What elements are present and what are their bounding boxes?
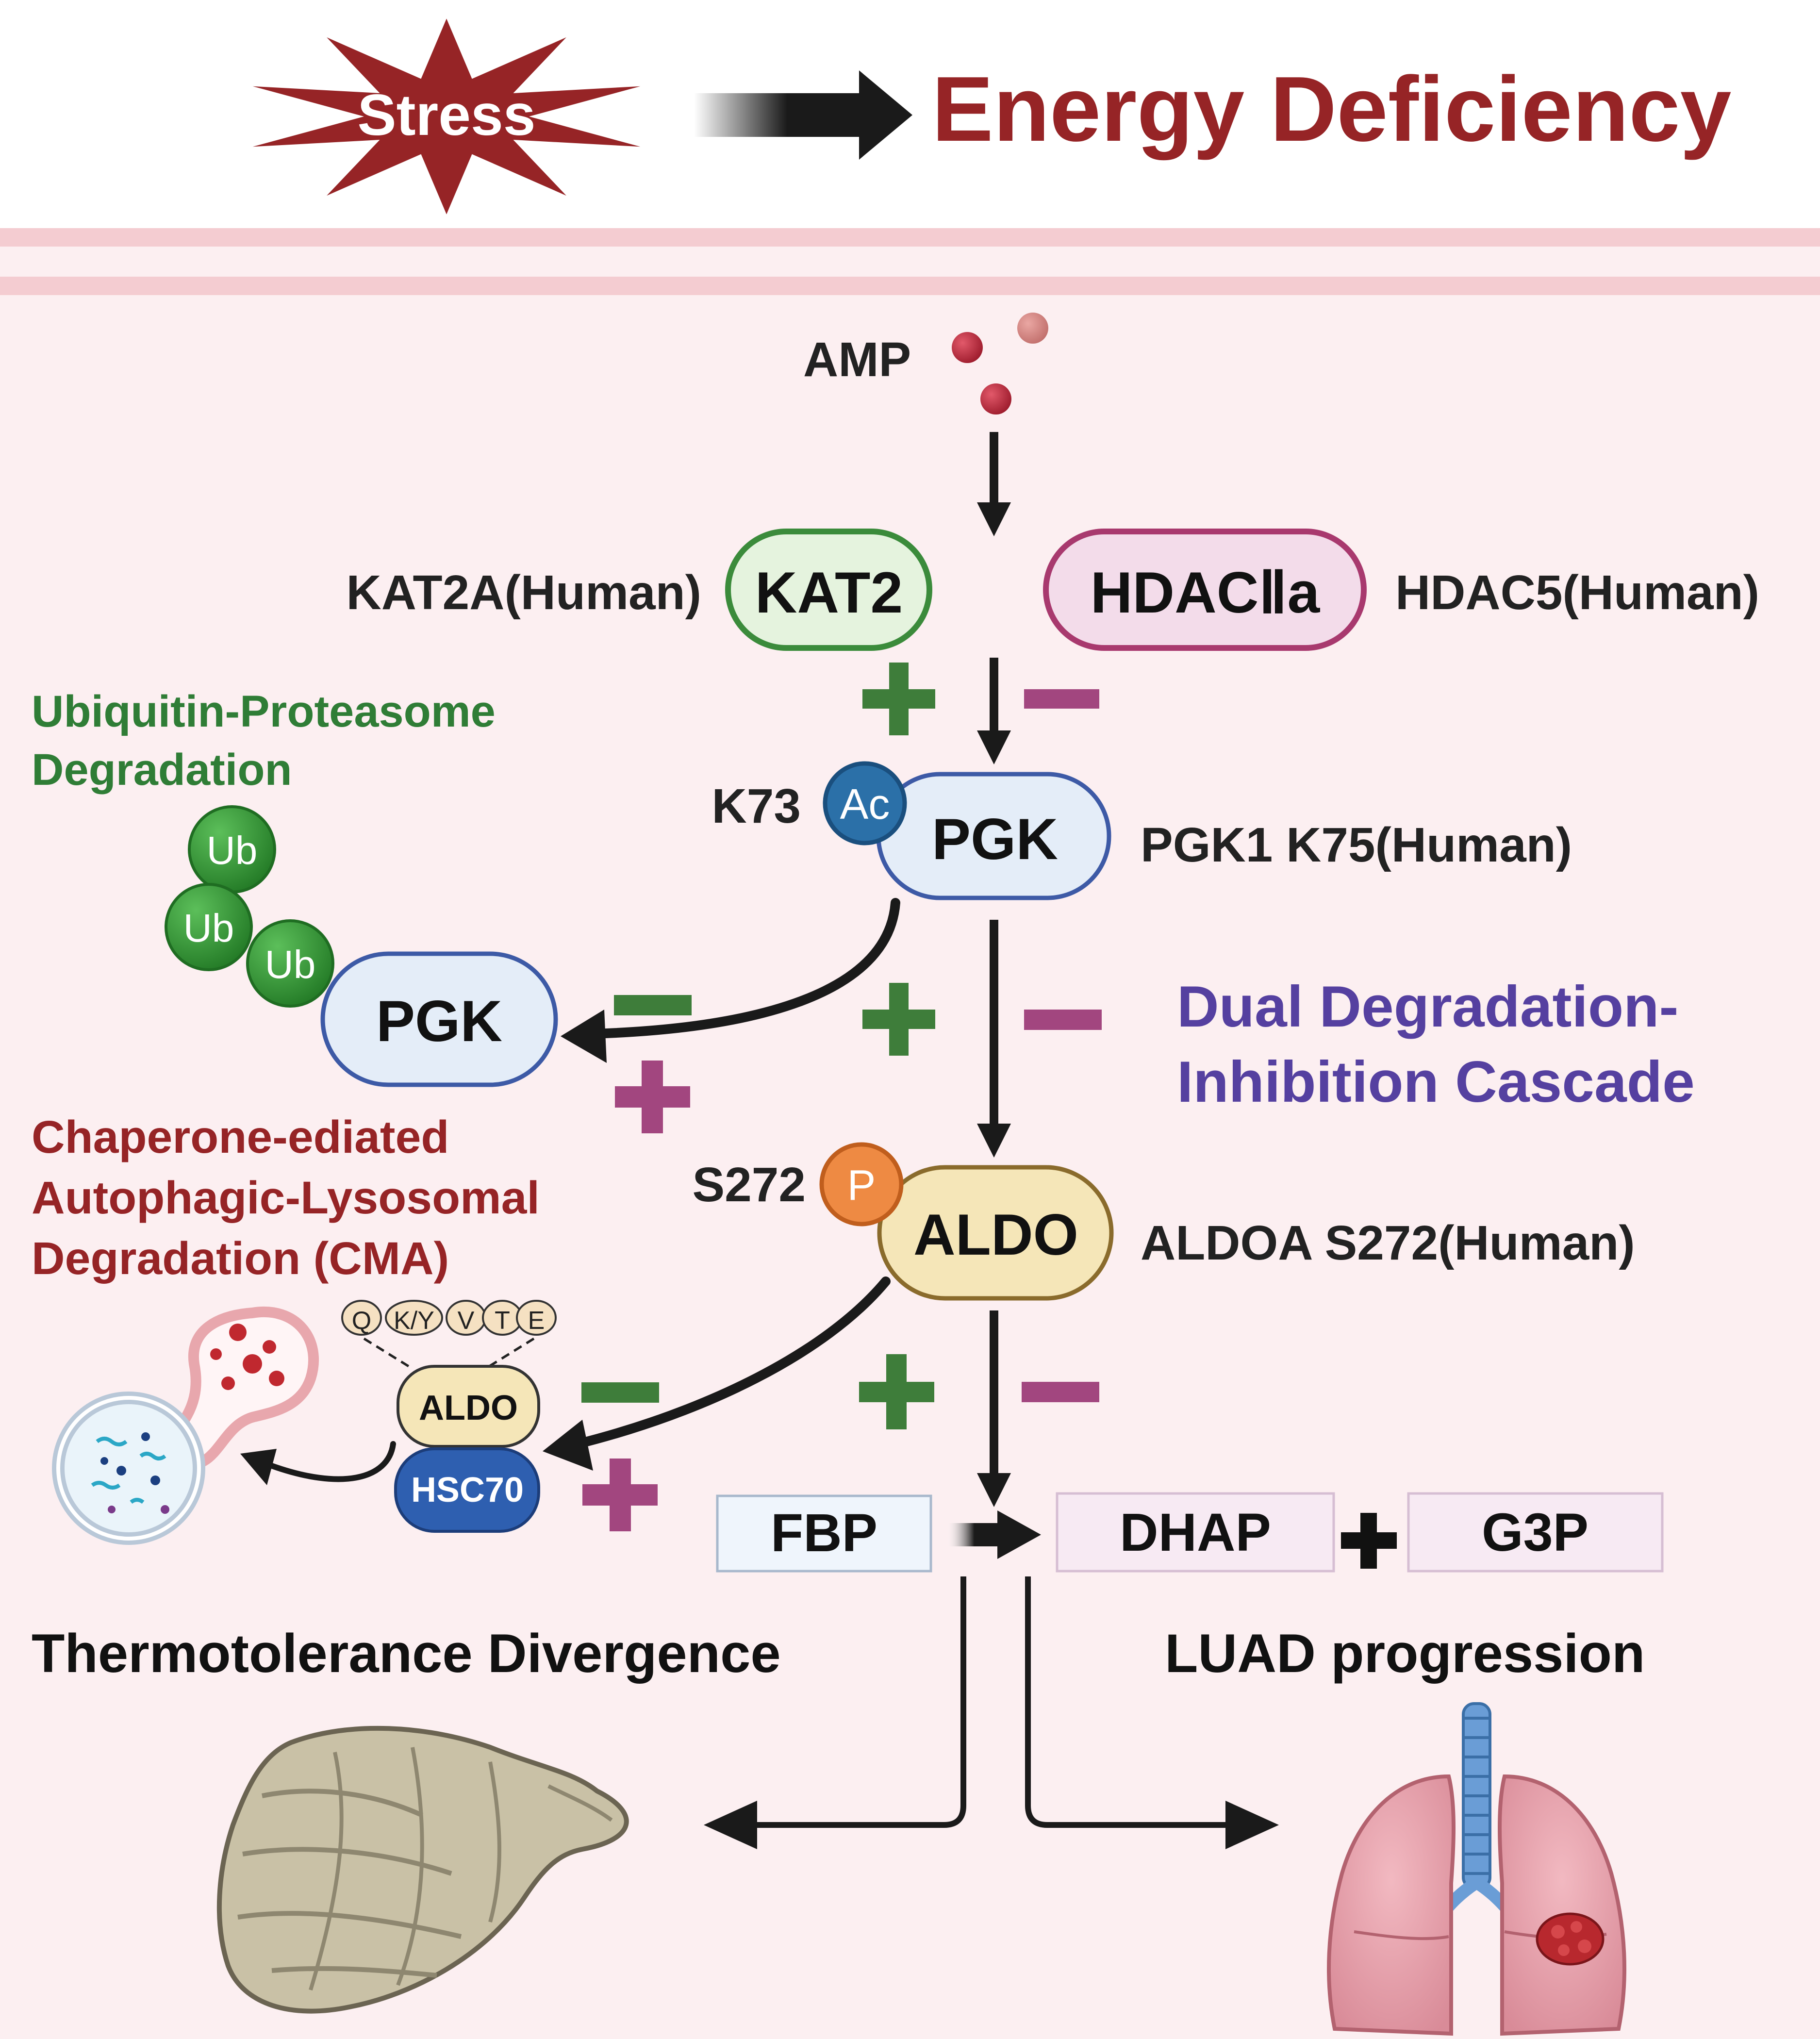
- phospho-badge: [819, 1142, 904, 1227]
- pgk-label: PGK: [932, 807, 1058, 872]
- pgk-degradation-arrow: [561, 898, 900, 1063]
- plus-sign-3: [859, 1354, 934, 1429]
- plus-sign-2: [862, 983, 935, 1056]
- arrow-to-pgk: [977, 658, 1011, 764]
- aldo-site-label: S272: [692, 1158, 806, 1212]
- fbp-arrow: [946, 1510, 1041, 1559]
- aldo-cma-label: ALDO: [419, 1389, 518, 1427]
- header-divider-top: [0, 228, 1820, 247]
- ubiquitin-chain: Ub Ub Ub: [165, 805, 334, 1008]
- header-divider-bottom: [0, 277, 1820, 295]
- amp-arrow: [977, 432, 1011, 536]
- aldo-label: ALDO: [913, 1202, 1078, 1267]
- oyster-icon: [216, 1725, 629, 2014]
- pgk-site-label: K73: [712, 779, 801, 833]
- pgk-ub-label: PGK: [376, 989, 502, 1054]
- fbp-box: [716, 1494, 932, 1573]
- fbp-label: FBP: [771, 1503, 877, 1563]
- kat2-label: KAT2: [755, 560, 903, 625]
- aldo-degradation-arrow: [543, 1276, 891, 1471]
- amp-molecule-icon: [952, 313, 1048, 414]
- outcome-right-label: LUAD progression: [1165, 1623, 1645, 1684]
- kat2a-human-label: KAT2A(Human): [347, 565, 701, 620]
- pgk-ub-node: [320, 951, 558, 1087]
- cascade-line2: Inhibition Cascade: [1177, 1049, 1695, 1114]
- minus-sign-3: [1022, 1382, 1099, 1402]
- ub-label-1: Ub: [207, 829, 258, 873]
- outcome-arrows: [704, 1576, 1279, 1849]
- ubiquitin-icon: Ub: [246, 919, 334, 1008]
- ubiquitin-icon: Ub: [188, 805, 276, 894]
- arrow-to-reaction: [977, 1310, 1011, 1507]
- kferq-motif: Q K/Y V T E: [341, 1300, 557, 1370]
- motif-residue-1: Q: [352, 1307, 371, 1335]
- lungs-icon: [1327, 1702, 1626, 2036]
- motif-residue-4: T: [495, 1307, 510, 1335]
- ups-title-line1: Ubiquitin-Proteasome: [32, 687, 496, 736]
- arrow-to-aldo: [977, 920, 1011, 1158]
- acetyl-badge: [823, 761, 907, 845]
- ubiquitin-icon: Ub: [165, 883, 253, 971]
- ups-title-line2: Degradation: [32, 745, 292, 795]
- motif-residue-3: V: [458, 1307, 475, 1335]
- outcome-left-label: Thermotolerance Divergence: [32, 1623, 781, 1684]
- cma-title-line2: Autophagic-Lysosomal: [32, 1172, 540, 1224]
- amp-label: AMP: [803, 332, 911, 387]
- pgk1-human-label: PGK1 K75(Human): [1141, 818, 1572, 872]
- plus-sign-1: [862, 663, 935, 735]
- ub-label-3: Ub: [265, 943, 316, 987]
- plus-sign-ups: [615, 1061, 690, 1133]
- hdac-label: HDACⅡa: [1091, 560, 1321, 625]
- lysosome-arrow: [240, 1441, 396, 1485]
- hdac5-human-label: HDAC5(Human): [1395, 565, 1759, 620]
- g3p-label: G3P: [1482, 1503, 1588, 1562]
- minus-sign-1: [1024, 689, 1099, 709]
- aldoa-human-label: ALDOA S272(Human): [1141, 1216, 1635, 1270]
- page-title: Energy Deficiency: [932, 58, 1731, 161]
- g3p-box: [1407, 1492, 1664, 1573]
- stress-star-icon: [252, 18, 641, 215]
- aldo-cma-node: [397, 1365, 540, 1448]
- hdac-node: [1043, 529, 1367, 651]
- dhap-box: [1056, 1492, 1335, 1573]
- aldo-node: [877, 1165, 1114, 1301]
- minus-sign-cma: [581, 1382, 659, 1403]
- stress-label: Stress: [358, 83, 536, 148]
- acetyl-label: Ac: [840, 780, 890, 828]
- hsc70-label: HSC70: [411, 1471, 524, 1509]
- minus-sign-ups: [614, 995, 692, 1015]
- kat2-node: [725, 529, 932, 651]
- motif-residue-5: E: [528, 1307, 545, 1335]
- minus-sign-2: [1024, 1010, 1102, 1030]
- cascade-line1: Dual Degradation-: [1177, 974, 1678, 1039]
- phospho-label: P: [847, 1161, 876, 1209]
- cma-title-line1: Chaperone-ediated: [32, 1111, 449, 1163]
- header-arrow: [694, 70, 912, 160]
- lysosome-icon: [52, 1307, 319, 1545]
- plus-sign-cma: [582, 1459, 658, 1531]
- ub-label-2: Ub: [183, 906, 234, 950]
- dhap-label: DHAP: [1120, 1503, 1271, 1562]
- hsc70-node: [394, 1447, 540, 1533]
- motif-residue-2: K/Y: [394, 1307, 434, 1335]
- cma-title-line3: Degradation (CMA): [32, 1233, 449, 1284]
- reaction-plus-sign: [1341, 1513, 1397, 1569]
